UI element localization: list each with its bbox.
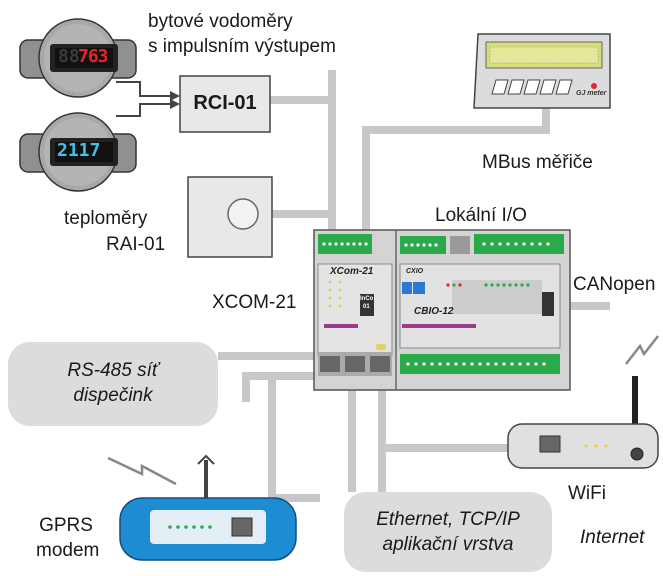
rs485-label-2: dispečink — [73, 385, 153, 406]
thermometer-box — [187, 176, 273, 258]
rs485-bubble — [8, 342, 218, 426]
meter-2-display: 2117 — [57, 140, 101, 161]
inco-module-label-1: InCo — [360, 296, 374, 302]
gprs-label-2: modem — [36, 540, 100, 561]
cbio-module-label: CBIO-12 — [414, 306, 454, 317]
rs485-label-1: RS-485 síť — [67, 360, 159, 381]
thermometers-label: teploměry — [64, 208, 148, 229]
water-meter-2 — [19, 112, 137, 192]
rci-box — [179, 75, 271, 133]
control-assembly — [313, 229, 571, 391]
mbus-brand-label: GJ meter — [576, 90, 607, 97]
xcom-label: XCOM-21 — [212, 292, 297, 313]
mbus-meter-device — [473, 33, 611, 109]
arrow-head-1 — [170, 91, 180, 101]
rai-label: RAI-01 — [106, 234, 166, 255]
local-io-label: Lokální I/O — [435, 205, 527, 226]
water-meters-label-1: bytové vodoměry — [148, 11, 293, 32]
gprs-label-1: GPRS — [39, 515, 93, 536]
bus-lines — [218, 70, 610, 502]
internet-label: Internet — [580, 527, 645, 548]
wifi-router — [507, 335, 659, 469]
xcom-module-label: XCom-21 — [330, 266, 374, 277]
water-meter-1 — [19, 18, 137, 98]
canopen-label: CANopen — [573, 274, 656, 295]
status-leds — [328, 280, 530, 308]
meter-connectors — [116, 81, 172, 117]
mbus-label: MBus měřiče — [482, 152, 593, 173]
cxio-module-label: CXIO — [406, 268, 424, 275]
water-meters-label-2: s impulsním výstupem — [148, 36, 336, 57]
ethernet-label-1: Ethernet, TCP/IP — [376, 509, 520, 530]
arrow-head-2 — [170, 99, 180, 109]
terminal-dots — [322, 242, 550, 366]
gprs-modem — [107, 454, 297, 561]
wifi-label: WiFi — [568, 483, 606, 504]
inco-module-label-2: 01 — [363, 304, 370, 310]
ethernet-bubble — [344, 492, 552, 572]
ethernet-label-2: aplikační vrstva — [382, 534, 514, 555]
rci-label: RCI-01 — [193, 92, 257, 114]
meter-1-ghost-digits: 88 — [58, 46, 80, 67]
meter-1-display: 763 — [78, 46, 109, 67]
